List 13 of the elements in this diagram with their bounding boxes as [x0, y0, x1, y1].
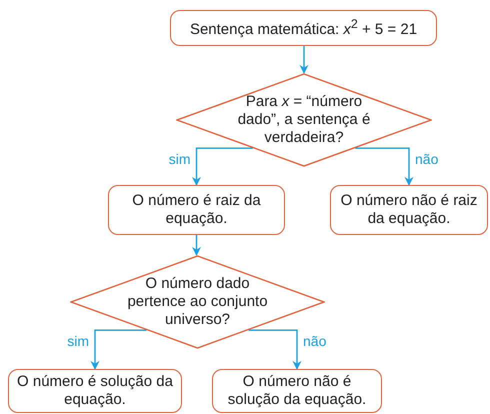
arrow — [355, 148, 414, 186]
process-box: O número não é raiz da equação. — [330, 185, 488, 235]
arrow — [300, 46, 308, 74]
arrow — [192, 148, 253, 186]
decision-text: O número dado pertence ao conjunto universo? — [126, 275, 269, 329]
process-box: O número não é solução da equação. — [212, 369, 382, 413]
process-box: O número é raiz da equação. — [108, 185, 285, 235]
process-box: O número é solução da equação. — [8, 369, 182, 413]
arrow — [248, 330, 302, 370]
decision-text: Para x = “número dado”, a sentença é verdadeira? — [236, 93, 372, 147]
arrow — [192, 235, 201, 256]
process-box: Sentença matemática: x$^{2}$ + 5 = 21 — [170, 10, 437, 46]
arrow — [90, 330, 146, 370]
